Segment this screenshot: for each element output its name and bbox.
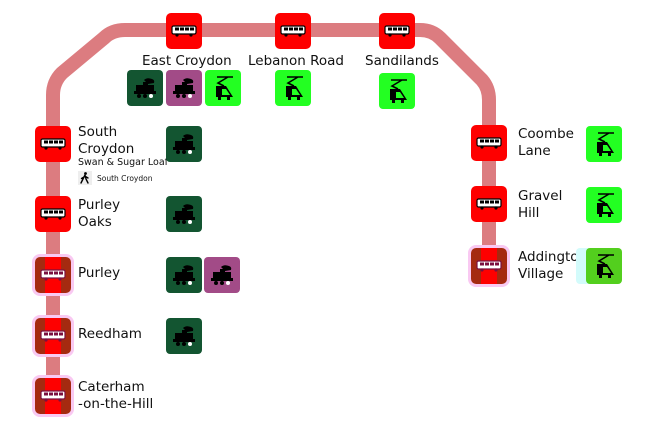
pedestrian-icon	[78, 171, 92, 185]
other-rail-icon	[166, 70, 202, 106]
stop-label-lebanon-road: Lebanon Road	[248, 53, 344, 69]
tram-icon	[205, 70, 241, 106]
national-rail-icon	[166, 318, 202, 354]
bus-stop-coombe-lane[interactable]	[471, 125, 507, 161]
bus-icon	[40, 330, 66, 342]
stop-label-east-croydon: East Croydon	[142, 53, 232, 69]
bus-stop-caterham[interactable]	[35, 378, 71, 414]
national-rail-icon	[166, 126, 202, 162]
bus-stop-lebanon-road[interactable]	[275, 13, 311, 49]
bus-stop-reedham[interactable]	[35, 318, 71, 354]
bus-stop-gravel-hill[interactable]	[471, 186, 507, 222]
bus-icon	[40, 390, 66, 402]
bus-icon	[40, 138, 66, 150]
national-rail-icon	[166, 257, 202, 293]
bus-stop-purley[interactable]	[35, 257, 71, 293]
bus-icon	[476, 260, 502, 272]
stop-label-purley: Purley	[78, 265, 121, 281]
stop-subtitle-south-croydon: Swan & Sugar Loaf	[78, 157, 169, 168]
tram-icon	[586, 187, 622, 223]
bus-stop-purley-oaks[interactable]	[35, 196, 71, 232]
stop-label-caterham: Caterham-on-the-Hill	[78, 379, 154, 412]
bus-icon	[476, 198, 502, 210]
bus-icon	[171, 25, 197, 37]
tram-icon	[586, 248, 622, 284]
bus-stop-south-croydon[interactable]	[35, 126, 71, 162]
bus-stop-sandilands[interactable]	[379, 13, 415, 49]
national-rail-icon	[166, 196, 202, 232]
bus-icon	[40, 208, 66, 220]
stop-label-sandilands: Sandilands	[365, 53, 439, 69]
walk-link-south-croydon[interactable]: South Croydon	[78, 171, 152, 185]
bus-icon	[40, 269, 66, 281]
stop-label-reedham: Reedham	[78, 326, 142, 342]
national-rail-icon	[127, 70, 163, 106]
walk-link-label: South Croydon	[97, 173, 153, 183]
bus-icon	[476, 137, 502, 149]
bus-icon	[384, 25, 410, 37]
other-rail-icon	[204, 257, 240, 293]
bus-stop-addington-village[interactable]	[471, 248, 507, 284]
tram-icon	[586, 126, 622, 162]
tram-icon	[379, 73, 415, 109]
bus-stop-east-croydon[interactable]	[166, 13, 202, 49]
tram-icon	[275, 70, 311, 106]
bus-icon	[280, 25, 306, 37]
